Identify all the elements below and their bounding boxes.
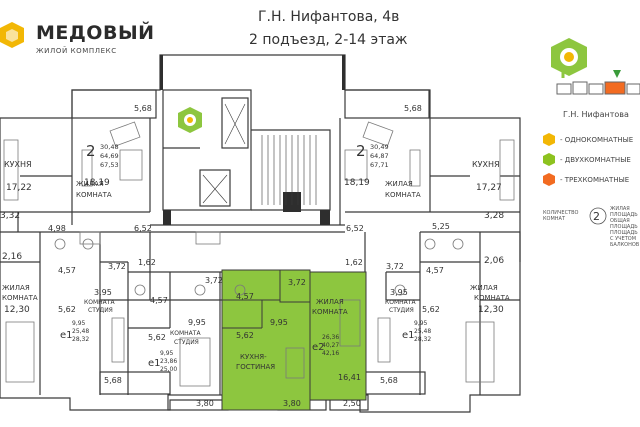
area-label: 12,30 — [478, 305, 504, 315]
area-label: 9,95 — [270, 318, 288, 327]
area-label: 5,62 — [148, 333, 166, 342]
legend-two-room: - ДВУХКОМНАТНЫЕ — [560, 156, 631, 164]
legend-area-note: ЖИЛАЯ ПЛОЩАДЬ ОБЩАЯ ПЛОЩАДЬ ПЛОЩАДЬ С УЧ… — [610, 206, 640, 248]
area-label: 6,52 — [346, 224, 364, 233]
legend-room-count-note: КОЛИЧЕСТВО КОМНАТ — [543, 210, 579, 222]
area-label: 17,27 — [476, 183, 502, 193]
area-label: 3,72 — [108, 262, 126, 271]
area-label: 17,22 — [6, 183, 32, 193]
room-label-green: КОМНАТА — [312, 308, 348, 316]
brand-subtitle: ЖИЛОЙ КОМПЛЕКС — [36, 47, 117, 55]
area-label: 4,57 — [236, 292, 254, 301]
area-label: 16,41 — [338, 373, 361, 382]
area-label: 3,72 — [288, 278, 306, 287]
living-room-label-sw: ЖИЛАЯ — [2, 284, 30, 292]
apartment-rooms: 2 — [86, 142, 96, 160]
entrance-floors: 2 подъезд, 2-14 этаж — [249, 32, 408, 48]
area-label: 5,68 — [380, 376, 398, 385]
honeycomb-logo-icon — [178, 107, 202, 133]
key-logo-icon — [551, 38, 587, 76]
area-label: 18,19 — [84, 178, 110, 188]
apartment-rooms: 2 — [356, 142, 366, 160]
kitchen-label-right: КУХНЯ — [472, 160, 500, 169]
brand-logo-icon — [0, 22, 24, 48]
area-label: 3,80 — [283, 399, 301, 408]
area-label: 2,06 — [484, 256, 505, 266]
area-label: 5,62 — [236, 331, 254, 340]
living-room-label-green: ЖИЛАЯ — [316, 298, 344, 306]
room-label-right: КОМНАТА — [385, 191, 421, 199]
living-room-label-right: ЖИЛАЯ — [385, 180, 413, 188]
area-label: 3,72 — [386, 262, 404, 271]
area-label: 12,30 — [4, 305, 30, 315]
room-label-left: КОМНАТА — [76, 191, 112, 199]
room-label-se: КОМНАТА — [474, 294, 510, 302]
area-label: 5,68 — [104, 376, 122, 385]
living-room-label-se: ЖИЛАЯ — [470, 284, 498, 292]
area-label: 5,68 — [134, 104, 152, 113]
area-label: 3,95 — [94, 288, 112, 297]
area-label: 3,72 — [205, 276, 223, 285]
area-label: 5,62 — [58, 305, 76, 314]
kitchen-lounge-label-1: КУХНЯ- — [240, 353, 267, 361]
studio-room-label-3: КОМНАТА — [385, 299, 416, 306]
area-label: 2,16 — [2, 252, 23, 262]
room-label-sw: КОМНАТА — [2, 294, 38, 302]
legend-swatches — [543, 133, 555, 186]
apartment-rooms: е1 — [148, 358, 161, 369]
apartment-rooms: е1 — [60, 330, 73, 341]
area-label: 4,98 — [48, 224, 66, 233]
area-label: 3,95 — [390, 288, 408, 297]
area-label: 2,50 — [343, 399, 361, 408]
area-label: 6,52 — [134, 224, 152, 233]
area-label: 3,80 — [196, 399, 214, 408]
area-label: 1,62 — [138, 258, 156, 267]
apartment-rooms: е1 — [402, 330, 415, 341]
highlighted-apartment[interactable] — [221, 269, 367, 411]
area-label: 4,57 — [150, 296, 168, 305]
area-label: 18,19 — [344, 178, 370, 188]
studio-label-1: СТУДИЯ — [88, 307, 113, 314]
studio-room-label-2: КОМНАТА — [170, 330, 201, 337]
svg-text:2: 2 — [593, 210, 600, 223]
area-label: 3,32 — [0, 211, 21, 221]
legend-three-room: - ТРЕХКОМНАТНЫЕ — [560, 176, 630, 184]
studio-label-3: СТУДИЯ — [389, 307, 414, 314]
apartment-rooms: е2 — [312, 342, 325, 353]
legend-one-room: - ОДНОКОМНАТНЫЕ — [560, 136, 634, 144]
living-room-label-left: ЖИЛАЯ — [76, 180, 104, 188]
area-label: 4,57 — [58, 266, 76, 275]
legend-badge-icon: 2 — [589, 207, 607, 225]
area-label: 9,95 — [188, 318, 206, 327]
area-label: 3,28 — [484, 211, 505, 221]
kitchen-label-left: КУХНЯ — [4, 160, 32, 169]
studio-label-2: СТУДИЯ — [174, 339, 199, 346]
area-label: 5,68 — [404, 104, 422, 113]
address-title: Г.Н. Нифантова, 4в — [258, 9, 400, 25]
kitchen-lounge-label-2: ГОСТИНАЯ — [236, 363, 276, 371]
building-minimap — [556, 70, 640, 95]
studio-room-label-1: КОМНАТА — [84, 299, 115, 306]
brand-name: МЕДОВЫЙ — [36, 22, 155, 44]
area-label: 5,62 — [422, 305, 440, 314]
area-label: 5,25 — [432, 222, 450, 231]
area-label: 1,62 — [345, 258, 363, 267]
area-label: 4,57 — [426, 266, 444, 275]
minimap-street: Г.Н. Нифантова — [563, 110, 629, 119]
